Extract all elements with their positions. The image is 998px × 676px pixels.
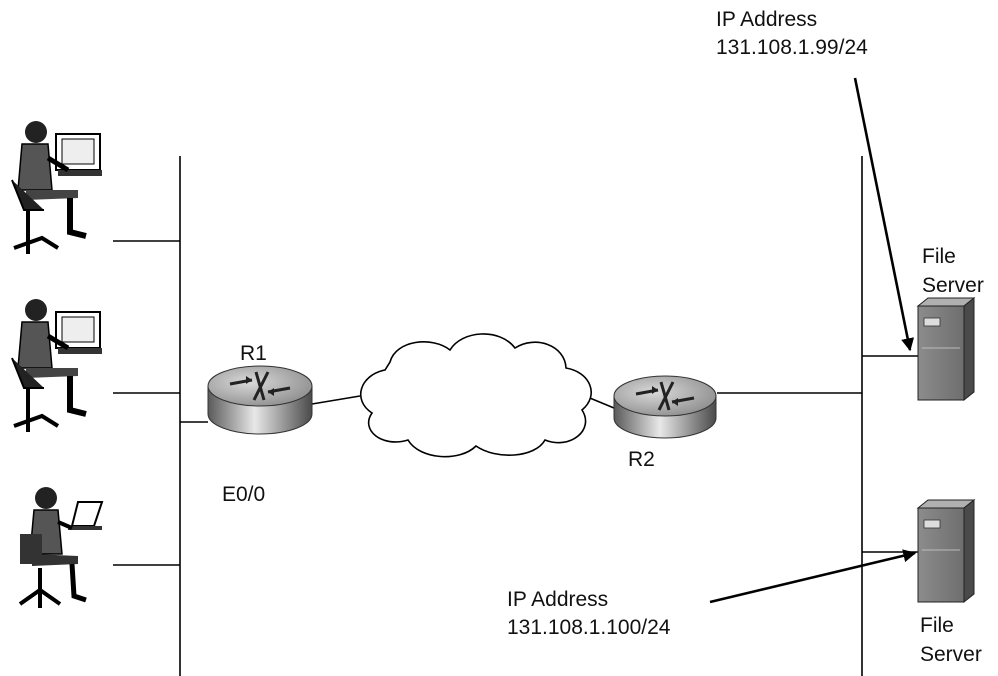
file-server-2-label-line1: File xyxy=(920,614,954,637)
r1-wan-link xyxy=(311,395,361,405)
router-r2-label: R2 xyxy=(628,448,655,471)
file-server-1-label-line1: File xyxy=(922,245,956,268)
user-at-laptop-icon xyxy=(18,487,104,608)
file-server-2-ip-value: 131.108.1.100/24 xyxy=(507,616,671,639)
router-r1-label: R1 xyxy=(240,342,267,365)
file-server-2-icon xyxy=(916,498,976,604)
user-at-workstation-icon xyxy=(11,121,102,254)
router-r1-interface-label: E0/0 xyxy=(222,483,265,506)
router-r2-icon xyxy=(613,375,717,439)
file-server-1-ip-title: IP Address xyxy=(716,8,817,31)
ip-callout-arrow-2 xyxy=(709,549,917,604)
router-r1-icon xyxy=(207,365,313,435)
file-server-2-label-line2: Server xyxy=(920,643,982,666)
user-at-workstation-icon xyxy=(11,299,102,432)
cloud-icon xyxy=(360,333,592,458)
file-server-1-label-line2: Server xyxy=(922,274,984,297)
ip-callout-arrow-1 xyxy=(853,77,915,352)
file-server-1-icon xyxy=(916,296,976,402)
file-server-1-ip-value: 131.108.1.99/24 xyxy=(716,36,868,59)
file-server-2-ip-title: IP Address xyxy=(507,588,608,611)
